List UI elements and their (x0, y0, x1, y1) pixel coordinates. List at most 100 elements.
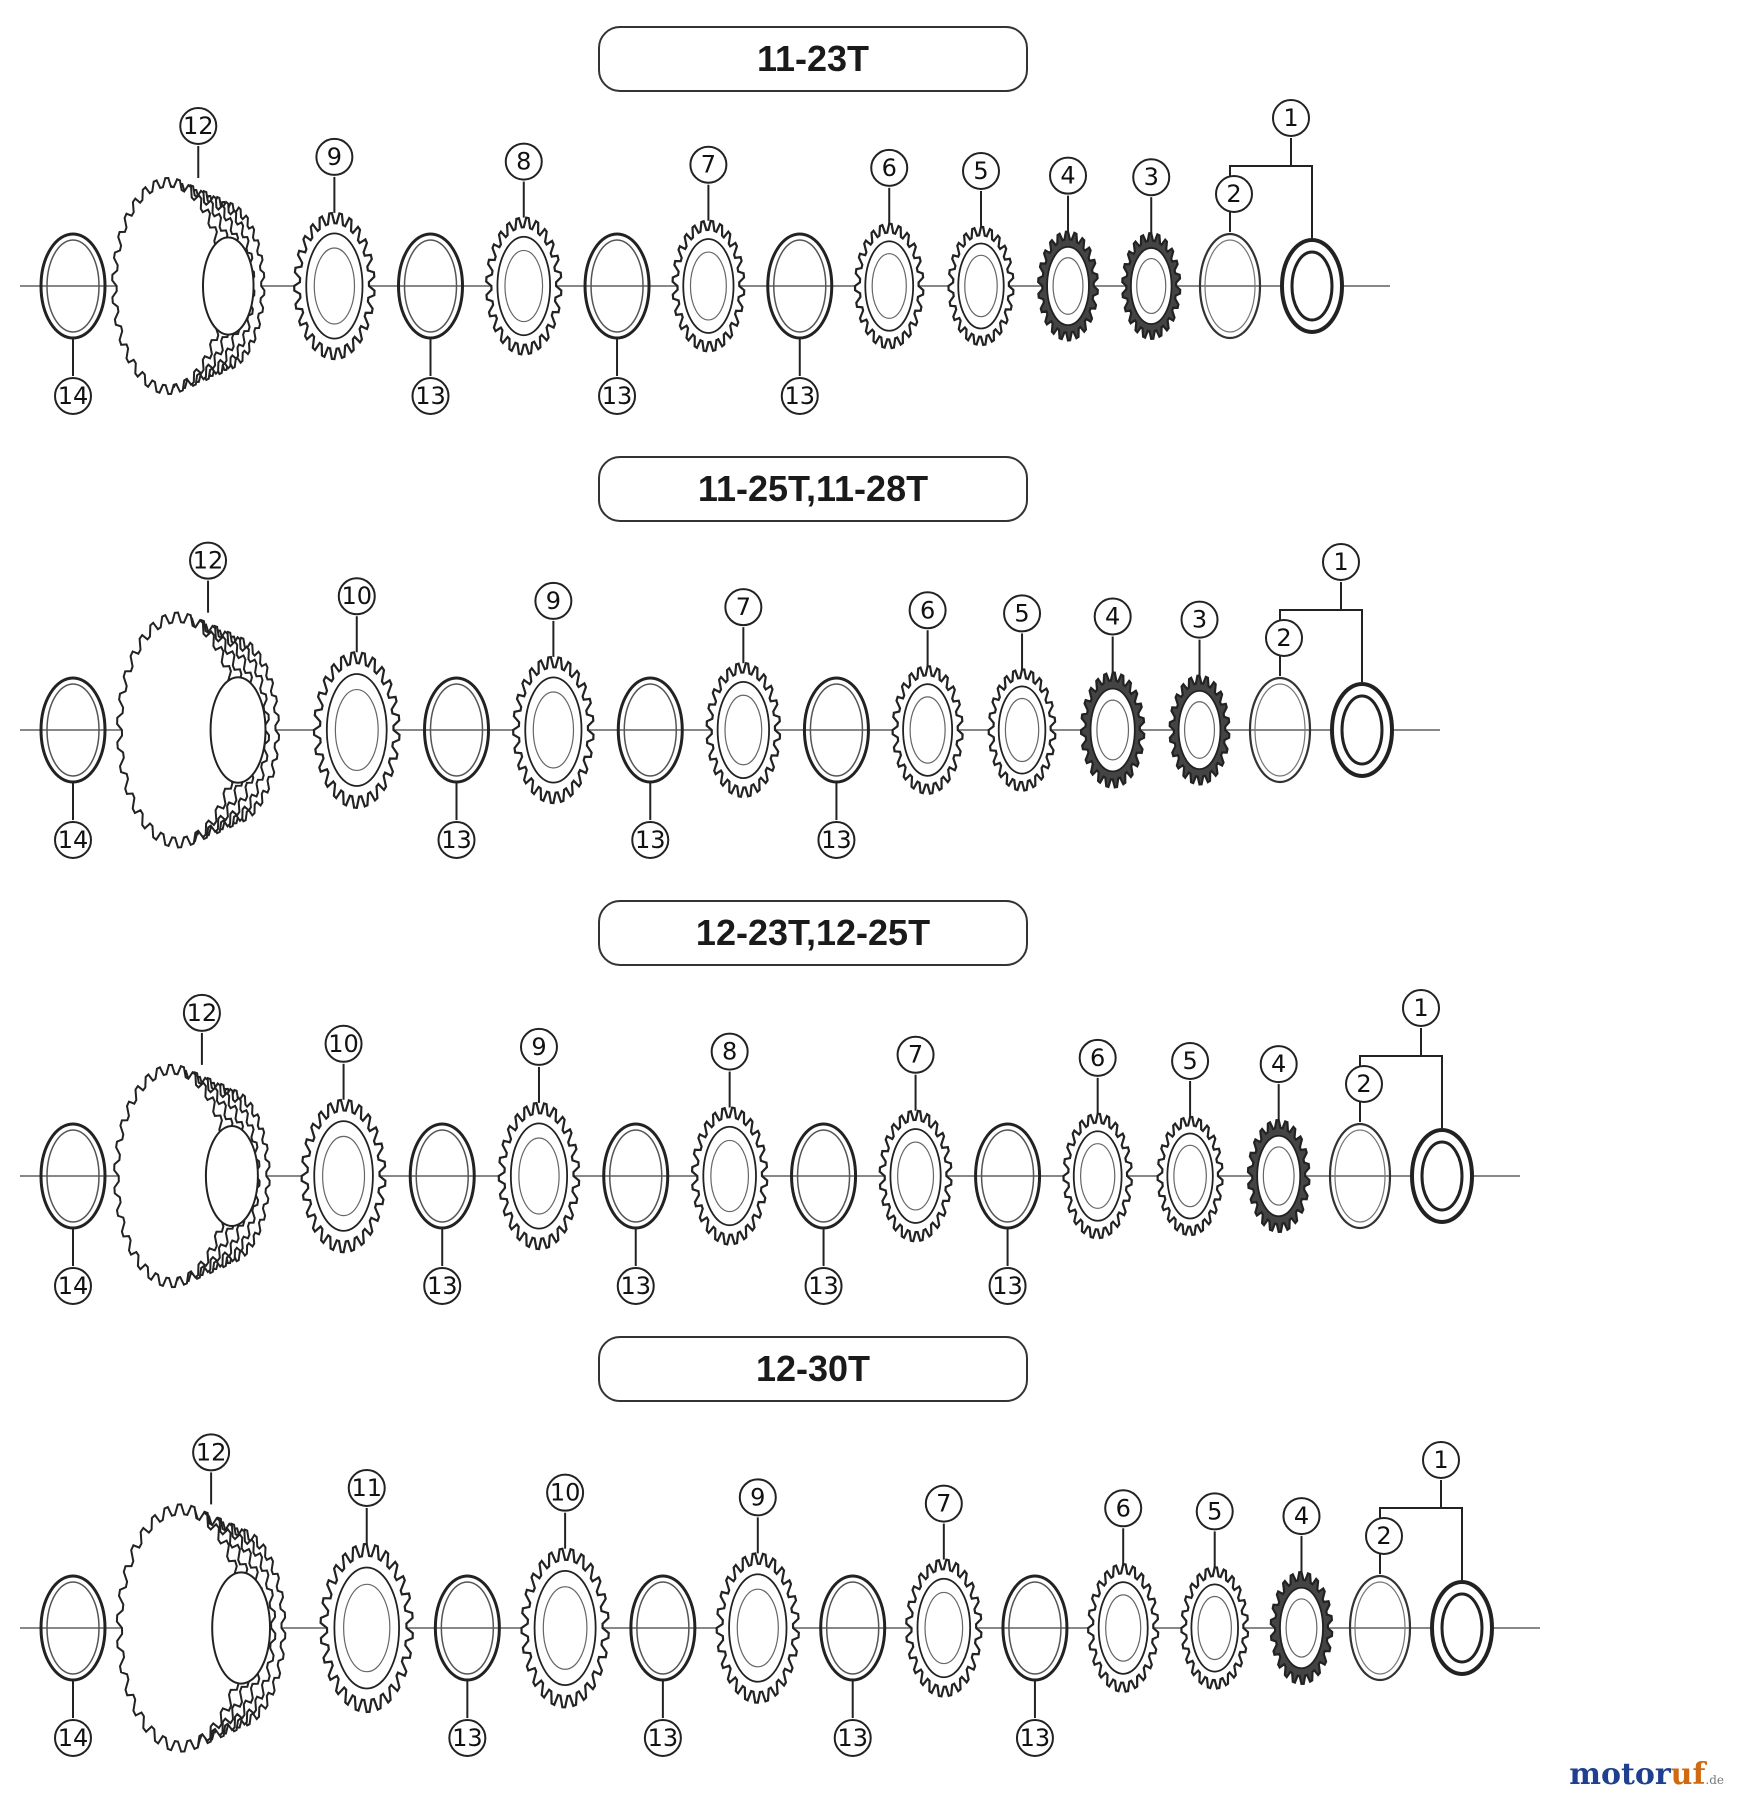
part-sprocket-10: 10 (520, 1473, 610, 1709)
part-sprocket-8: 8 (690, 1032, 769, 1246)
sprocket-bore (504, 249, 544, 323)
callout-number: 13 (648, 1724, 679, 1752)
callout-13: 13 (437, 821, 476, 859)
callout-circle (411, 377, 450, 415)
part-sprocket-6: 6 (853, 148, 925, 350)
callout-1: 1 (1322, 543, 1360, 581)
cluster-hub (211, 1571, 272, 1685)
callout-number: 14 (58, 1724, 89, 1752)
callout-6: 6 (1104, 1489, 1143, 1528)
cluster-hub (201, 236, 255, 336)
callout-5: 5 (1195, 1492, 1234, 1531)
part-sprocket-8: 8 (485, 142, 563, 356)
part-spacer-13: 13 (802, 676, 870, 859)
callout-circle (315, 137, 354, 176)
callout-13: 13 (1015, 1719, 1054, 1757)
callout-number: 13 (441, 826, 472, 854)
callout-circle (598, 377, 637, 415)
callout-circle (546, 1473, 585, 1512)
callout-number: 4 (1294, 1502, 1309, 1530)
callout-13: 13 (598, 377, 637, 415)
callout-circle (192, 1433, 231, 1472)
callout-circle (817, 821, 856, 859)
callout-10: 10 (546, 1473, 585, 1512)
callout-number: 14 (58, 826, 89, 854)
part-sprocket-6: 6 (1087, 1489, 1160, 1693)
callout-number: 13 (837, 1724, 868, 1752)
callout-number: 2 (1376, 1522, 1391, 1550)
part-lockring-1: 12 (1198, 99, 1344, 340)
sprocket-bore (871, 253, 907, 319)
callout-4: 4 (1282, 1497, 1321, 1536)
callout-10: 10 (337, 577, 376, 616)
part-spacer-13: 13 (819, 1574, 887, 1757)
callout-circle (519, 1027, 558, 1066)
callout-circle (54, 377, 92, 415)
callout-number: 13 (808, 1272, 839, 1300)
callout-1: 1 (1402, 989, 1440, 1027)
spacer-inner (623, 683, 678, 777)
callout-number: 5 (1207, 1497, 1222, 1525)
part-sprocket-9: 9 (293, 137, 376, 361)
part-sprocket-5: 5 (987, 594, 1057, 792)
part-sprocket-7: 7 (905, 1484, 983, 1698)
part-spacer-13: 13 (423, 676, 490, 859)
callout-13: 13 (643, 1719, 682, 1757)
callout-number: 10 (328, 1030, 359, 1058)
lockring-inner (1290, 250, 1334, 322)
callout-9: 9 (534, 581, 573, 620)
part-sprocket-4: 4 (1080, 597, 1146, 789)
callout-13: 13 (988, 1267, 1027, 1305)
callout-7: 7 (724, 588, 763, 627)
callout-number: 13 (635, 826, 666, 854)
callout-circle (179, 107, 218, 145)
callout-number: 2 (1226, 180, 1241, 208)
sprocket-bore (964, 254, 998, 318)
part-spacer-13: 13 (790, 1122, 858, 1305)
callout-number: 12 (187, 999, 218, 1027)
callout-circle (804, 1267, 843, 1305)
callout-number: 4 (1060, 162, 1075, 190)
sprocket-bore (1285, 1598, 1318, 1658)
callout-circle (780, 377, 819, 415)
sprocket-bore (689, 251, 727, 321)
callout-circle (337, 577, 376, 616)
callout-number: 14 (58, 382, 89, 410)
callout-circle (1422, 1441, 1460, 1479)
callout-2: 2 (1265, 619, 1303, 657)
cluster-cog (115, 1503, 247, 1753)
part-spacer-13: 13 (974, 1122, 1042, 1305)
sprocket-bore (532, 691, 575, 769)
callout-number: 2 (1276, 624, 1291, 652)
callout-circle (54, 1267, 92, 1305)
callout-number: 6 (882, 154, 897, 182)
spacer-inner (46, 1581, 100, 1675)
callout-number: 8 (516, 148, 531, 176)
callout-number: 7 (936, 1490, 951, 1518)
sprocket-bore (1052, 257, 1084, 315)
sprocket-bore (724, 694, 763, 766)
callout-circle (324, 1024, 363, 1063)
callout-number: 6 (920, 596, 935, 624)
part-spacer-13: 13 (766, 232, 834, 415)
row-title-1: 11-23T (598, 26, 1028, 92)
callout-14: 14 (54, 821, 92, 859)
callout-5: 5 (1171, 1041, 1210, 1080)
part-spacer-13: 13 (408, 1122, 476, 1305)
callout-circle (1402, 989, 1440, 1027)
part-spacer-13: 13 (433, 1574, 501, 1757)
callout-number: 9 (750, 1483, 765, 1511)
lockring-washer (1328, 1122, 1392, 1230)
sprocket-bore (736, 1588, 779, 1668)
spacer-inner (403, 239, 458, 333)
callout-circle (962, 151, 1000, 190)
callout-circle (870, 148, 909, 187)
callout-4: 4 (1093, 597, 1132, 636)
callout-13: 13 (631, 821, 670, 859)
sprocket-bore (1136, 257, 1167, 315)
callout-circle (1132, 158, 1171, 197)
sprocket-bore (897, 1141, 935, 1211)
callout-circle (1215, 175, 1253, 213)
callout-circle (1003, 594, 1042, 633)
